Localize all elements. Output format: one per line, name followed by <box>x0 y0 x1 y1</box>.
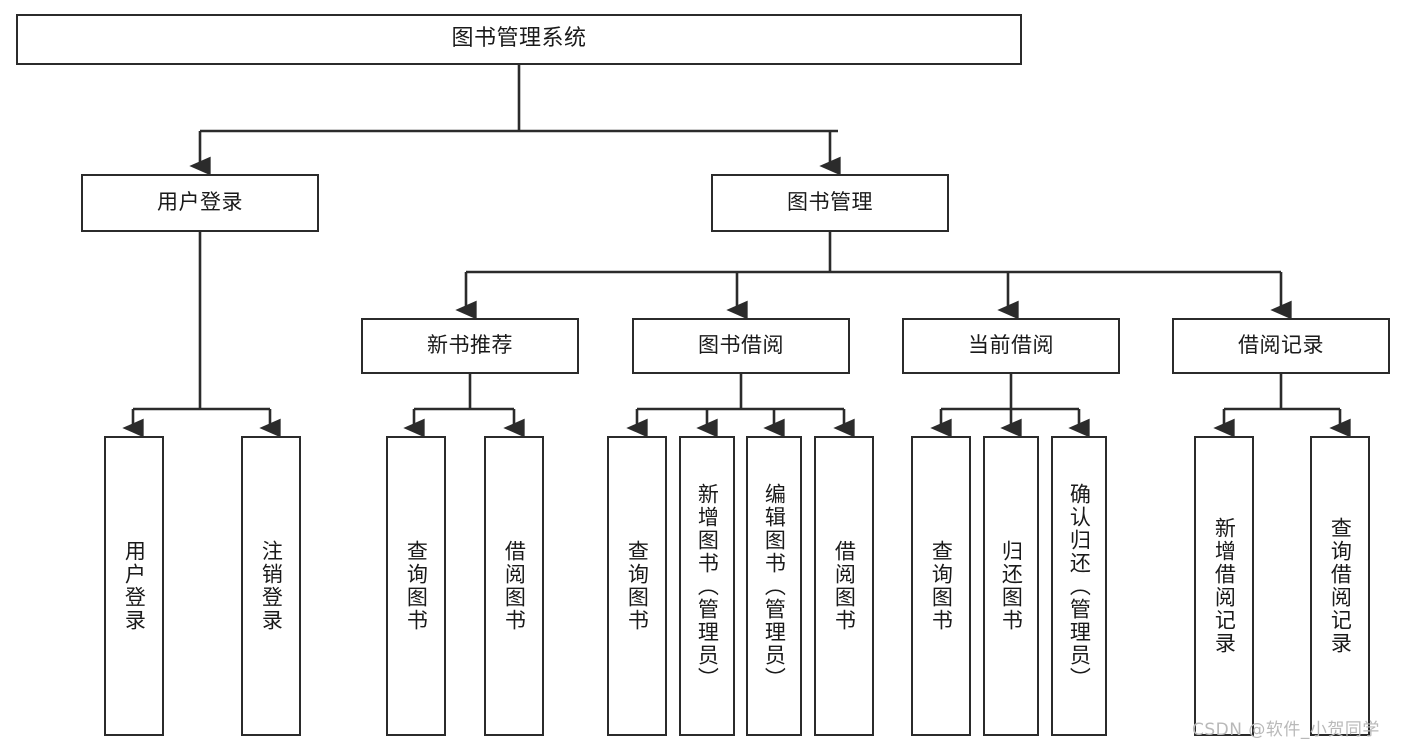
node-label: 注销登录 <box>259 540 284 632</box>
leaf-user-login[interactable]: 用户登录 <box>104 436 164 736</box>
leaf-add-book-admin[interactable]: 新增图书（管理员） <box>679 436 735 736</box>
leaf-confirm-return-admin[interactable]: 确认归还（管理员） <box>1051 436 1107 736</box>
node-user-login[interactable]: 用户登录 <box>81 174 319 232</box>
node-label: 图书借阅 <box>698 333 784 358</box>
node-label: 查询图书 <box>625 540 650 632</box>
leaf-query-borrow-record[interactable]: 查询借阅记录 <box>1310 436 1370 736</box>
leaf-query-book-recommend[interactable]: 查询图书 <box>386 436 446 736</box>
node-new-book-recommend[interactable]: 新书推荐 <box>361 318 579 374</box>
node-label: 查询借阅记录 <box>1328 517 1353 655</box>
node-label: 用户登录 <box>157 190 243 215</box>
leaf-borrow-book-recommend[interactable]: 借阅图书 <box>484 436 544 736</box>
leaf-return-book[interactable]: 归还图书 <box>983 436 1039 736</box>
node-label: 新增图书（管理员） <box>695 482 720 690</box>
node-borrow-record[interactable]: 借阅记录 <box>1172 318 1390 374</box>
leaf-logout[interactable]: 注销登录 <box>241 436 301 736</box>
node-label: 借阅图书 <box>832 540 857 632</box>
node-label: 确认归还（管理员） <box>1067 482 1092 690</box>
node-label: 新书推荐 <box>427 333 513 358</box>
node-book-management[interactable]: 图书管理 <box>711 174 949 232</box>
watermark-text: CSDN @软件_小贺同学 <box>1192 720 1380 740</box>
node-label: 查询图书 <box>404 540 429 632</box>
node-label: 编辑图书（管理员） <box>762 482 787 690</box>
node-label: 归还图书 <box>999 540 1024 632</box>
node-label: 图书管理 <box>787 190 873 215</box>
node-label: 借阅记录 <box>1238 333 1324 358</box>
node-label: 当前借阅 <box>968 333 1054 358</box>
leaf-add-borrow-record[interactable]: 新增借阅记录 <box>1194 436 1254 736</box>
leaf-query-book-borrow[interactable]: 查询图书 <box>607 436 667 736</box>
node-current-borrow[interactable]: 当前借阅 <box>902 318 1120 374</box>
leaf-query-book-current[interactable]: 查询图书 <box>911 436 971 736</box>
node-book-borrow[interactable]: 图书借阅 <box>632 318 850 374</box>
leaf-edit-book-admin[interactable]: 编辑图书（管理员） <box>746 436 802 736</box>
node-root-system[interactable]: 图书管理系统 <box>16 14 1022 65</box>
leaf-borrow-book[interactable]: 借阅图书 <box>814 436 874 736</box>
node-label: 用户登录 <box>122 540 147 632</box>
node-label: 查询图书 <box>929 540 954 632</box>
node-label: 新增借阅记录 <box>1212 517 1237 655</box>
node-label: 借阅图书 <box>502 540 527 632</box>
node-label: 图书管理系统 <box>451 26 587 52</box>
